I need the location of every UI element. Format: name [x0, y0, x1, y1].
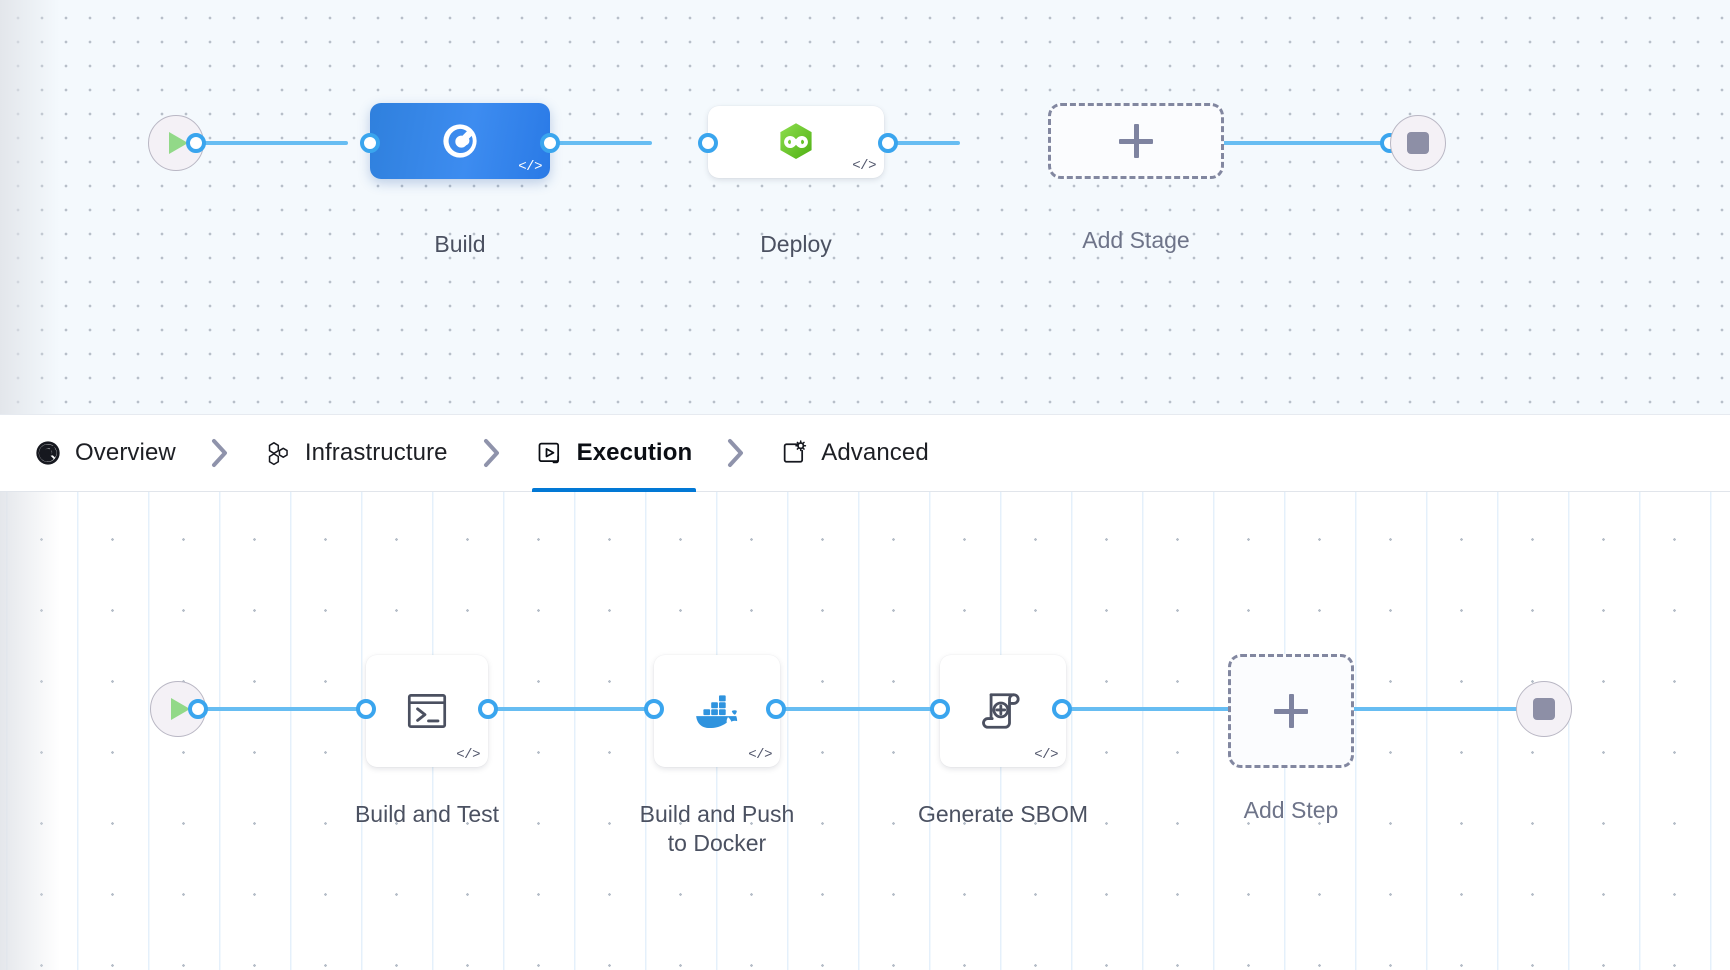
stage-label-build: Build [434, 231, 486, 257]
step-label-generate-sbom: Generate SBOM [917, 801, 1089, 827]
tab-overview-label: Overview [75, 439, 176, 466]
add-stage-dashed-box[interactable] [1048, 103, 1224, 179]
step-node-build-and-push-to-docker[interactable]: </> [654, 655, 780, 767]
hexagon-cluster-icon [268, 442, 288, 466]
add-step-label: Add Step [1243, 797, 1339, 823]
canvas-left-fade [0, 492, 60, 970]
harness-build-icon [443, 124, 477, 158]
tab-execution[interactable]: Execution [531, 414, 697, 492]
green-hexagon-infinity-icon [780, 123, 812, 159]
link-start-to-buildtest [188, 707, 360, 711]
docker-whale-icon [696, 695, 738, 729]
stage-canvas[interactable]: </> Build </> [0, 0, 1730, 414]
add-step-button[interactable] [1228, 654, 1354, 768]
step-card-build-and-push-to-docker[interactable]: </> [654, 655, 780, 767]
add-step-dashed-box[interactable] [1228, 654, 1354, 768]
link-sbom-to-addstep [1060, 707, 1230, 711]
tab-overview[interactable]: Overview [30, 414, 180, 492]
link-addstage-to-end [1222, 141, 1382, 145]
stage-end-node[interactable] [1390, 115, 1446, 171]
link-addstep-to-end [1350, 707, 1522, 711]
step-node-generate-sbom[interactable]: </> [940, 655, 1066, 767]
add-stage-button[interactable] [1048, 103, 1224, 179]
step-canvas[interactable]: </> Build and Test [0, 492, 1730, 970]
step-end-node[interactable] [1516, 681, 1572, 737]
stage-deploy-in-port[interactable] [698, 133, 718, 153]
add-stage-label: Add Stage [1082, 227, 1190, 253]
stage-card-build[interactable]: </> [370, 103, 550, 179]
stage-build-in-port[interactable] [360, 133, 380, 153]
harness-logo-icon [36, 441, 60, 465]
step-start-port[interactable] [188, 699, 208, 719]
play-box-icon [538, 442, 559, 464]
end-circle [1516, 681, 1572, 737]
stage-node-deploy[interactable]: </> [708, 106, 884, 178]
tab-infrastructure-label: Infrastructure [304, 439, 448, 466]
step-label-build-and-test: Build and Test [354, 801, 500, 827]
step-card-build-and-test[interactable]: </> [366, 655, 488, 767]
link-docker-to-sbom [770, 707, 948, 711]
canvas-left-fade [0, 0, 60, 414]
step-buildtest-in-port[interactable] [356, 699, 376, 719]
step-buildtest-out-port[interactable] [478, 699, 498, 719]
plus-icon [1119, 124, 1153, 158]
tab-execution-label: Execution [576, 439, 693, 466]
step-card-generate-sbom[interactable]: </> [940, 655, 1066, 767]
step-sbom-in-port[interactable] [930, 699, 950, 719]
terminal-icon [407, 694, 447, 728]
code-badge-icon: </> [1034, 747, 1058, 763]
end-circle [1390, 115, 1446, 171]
box-gear-icon [784, 440, 807, 463]
step-docker-in-port[interactable] [644, 699, 664, 719]
stage-build-out-port[interactable] [540, 133, 560, 153]
stage-deploy-out-port[interactable] [878, 133, 898, 153]
stop-icon [1533, 698, 1555, 720]
link-build-to-deploy [492, 141, 652, 145]
step-docker-out-port[interactable] [766, 699, 786, 719]
tab-advanced[interactable]: Advanced [776, 414, 933, 492]
tab-advanced-label: Advanced [821, 439, 929, 466]
tab-separator-chevron-icon [482, 438, 502, 468]
link-buildtest-to-docker [488, 707, 658, 711]
step-label-build-and-push-to-docker: Build and Push to Docker [639, 801, 795, 857]
code-badge-icon: </> [852, 158, 876, 174]
stage-start-port[interactable] [186, 133, 206, 153]
code-badge-icon: </> [748, 747, 772, 763]
tab-separator-chevron-icon [210, 438, 230, 468]
stage-config-tabs[interactable]: Overview Infrastructure [0, 414, 1730, 492]
tab-separator-chevron-icon [726, 438, 746, 468]
stage-node-build[interactable]: </> [370, 103, 550, 179]
stage-card-deploy[interactable]: </> [708, 106, 884, 178]
code-badge-icon: </> [456, 747, 480, 763]
scroll-plus-icon [982, 693, 1020, 729]
stage-label-deploy: Deploy [760, 231, 832, 257]
play-icon [169, 132, 188, 154]
step-node-build-and-test[interactable]: </> [366, 655, 488, 767]
step-sbom-out-port[interactable] [1052, 699, 1072, 719]
plus-icon [1274, 694, 1308, 728]
code-badge-icon: </> [518, 159, 542, 175]
link-start-to-build [186, 141, 348, 145]
play-icon [171, 698, 190, 720]
tab-infrastructure[interactable]: Infrastructure [260, 414, 452, 492]
stop-icon [1407, 132, 1429, 154]
